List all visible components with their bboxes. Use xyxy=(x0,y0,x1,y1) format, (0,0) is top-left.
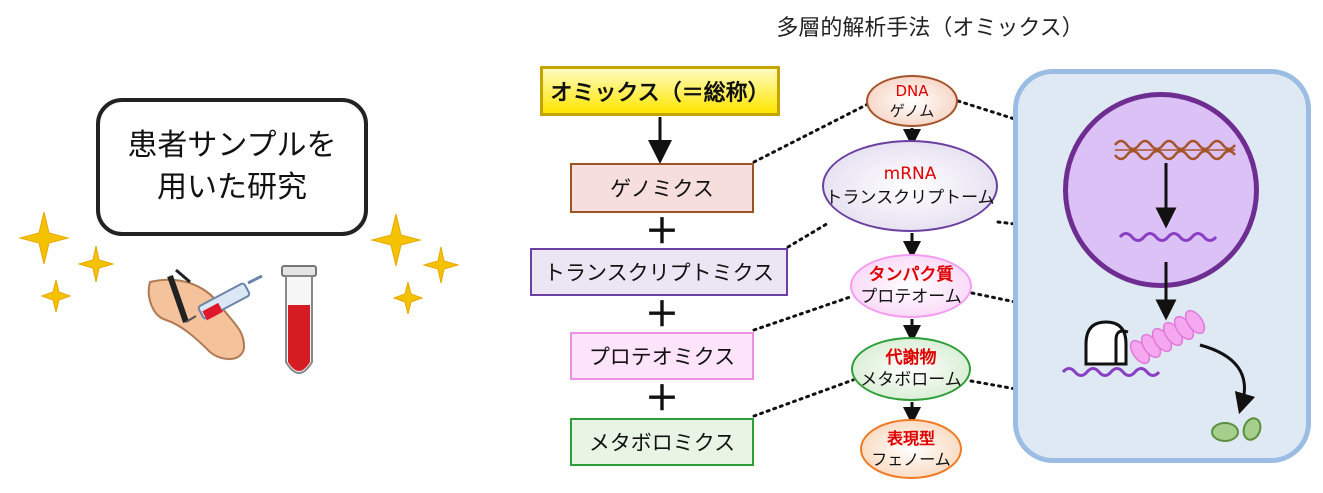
genome-label: ゲノム xyxy=(889,102,935,120)
transcriptomics-label: トランスクリプトミクス xyxy=(544,261,774,285)
transcriptomics-box: トランスクリプトミクス xyxy=(530,248,788,296)
dna-label: DNA xyxy=(895,82,929,100)
metabolite-label: 代謝物 xyxy=(885,348,937,368)
dotted-proteomics-protein xyxy=(752,294,855,332)
patient-sample-research-box: 患者サンプルを 用いた研究 xyxy=(96,98,368,236)
metabolite-metabolome-oval: 代謝物 メタボローム xyxy=(851,337,971,401)
dna-strand-icon xyxy=(1114,139,1236,161)
metabolite-icon xyxy=(1211,417,1262,442)
dotted-transcriptomics-mrna xyxy=(786,220,832,249)
proteome-label: プロテオーム xyxy=(860,287,962,307)
dotted-genomics-dna xyxy=(752,102,870,164)
genomics-box: ゲノミクス xyxy=(570,163,754,213)
arrow-protein-to-metabolite xyxy=(1199,343,1256,415)
mrna-label: mRNA xyxy=(883,164,937,184)
omics-general-label: オミックス（＝総称） xyxy=(550,81,770,106)
left-illustration xyxy=(18,211,460,374)
cell-contents xyxy=(1061,139,1262,442)
metabolomics-box: メタボロミクス xyxy=(570,418,754,466)
plus-sign: ＋ xyxy=(645,295,679,335)
plus-sign: ＋ xyxy=(645,379,679,419)
nucleus-illustration xyxy=(1063,92,1259,288)
phenome-label: フェノーム xyxy=(871,450,951,469)
patient-sample-research-label: 患者サンプルを 用いた研究 xyxy=(127,128,337,205)
metabolomics-label: メタボロミクス xyxy=(588,431,736,455)
protein-label: タンパク質 xyxy=(868,265,954,285)
sparkle-icon xyxy=(40,279,72,313)
sparkle-icon xyxy=(370,213,422,267)
sparkle-icon xyxy=(77,245,115,283)
phenotype-phenome-oval: 表現型 フェノーム xyxy=(860,419,962,479)
transcriptome-label: トランスクリプトーム xyxy=(825,188,995,208)
genomics-label: ゲノミクス xyxy=(610,177,714,201)
proteomics-box: プロテオミクス xyxy=(570,332,754,380)
diagram-title: 多層的解析手法（オミックス） xyxy=(776,16,1084,41)
protein-proteome-oval: タンパク質 プロテオーム xyxy=(850,254,972,318)
blood-test-tube-icon xyxy=(281,265,317,374)
cytoplasm-mrna-icon xyxy=(1061,367,1161,377)
plus-sign: ＋ xyxy=(645,212,679,252)
phenotype-label: 表現型 xyxy=(886,429,935,448)
dna-genome-oval: DNA ゲノム xyxy=(866,75,958,127)
metabolome-label: メタボローム xyxy=(860,370,962,390)
dotted-metabolomics-metab xyxy=(752,378,855,418)
sparkle-icon xyxy=(18,211,70,265)
blood-draw-arm-icon xyxy=(147,268,263,360)
mrna-transcriptome-oval: mRNA トランスクリプトーム xyxy=(822,140,998,232)
mrna-strand-icon xyxy=(1118,232,1218,242)
omics-general-box: オミックス（＝総称） xyxy=(540,66,780,116)
protein-coil-icon xyxy=(1129,309,1206,365)
ribosome-icon xyxy=(1084,320,1129,366)
sparkle-icon xyxy=(392,281,424,315)
sparkle-icon xyxy=(422,246,460,284)
proteomics-label: プロテオミクス xyxy=(588,345,736,369)
